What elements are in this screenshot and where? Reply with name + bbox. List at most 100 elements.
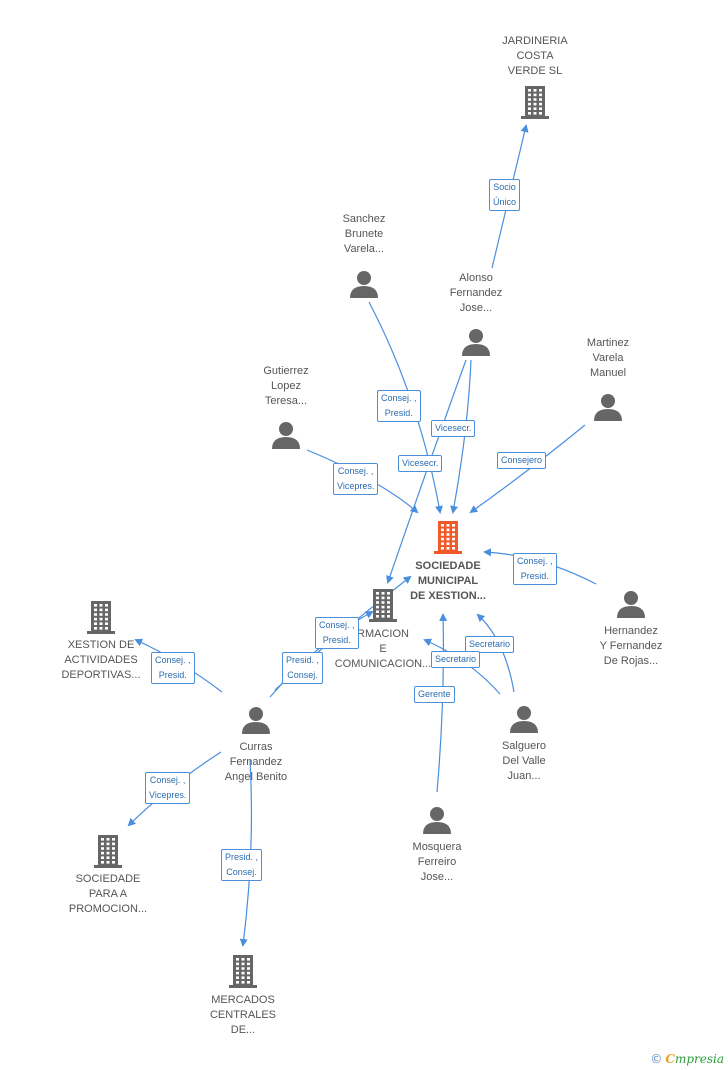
edge-label-line: Vicesecr. xyxy=(402,458,439,468)
edge-label-line: Presid. xyxy=(384,408,413,418)
node-label-line: RMACION xyxy=(357,628,409,640)
node-label-line: MERCADOS xyxy=(211,994,275,1006)
person-icon[interactable] xyxy=(349,269,379,304)
node-label-line: Y Fernandez xyxy=(599,640,663,652)
node-label-line: VERDE SL xyxy=(507,65,563,77)
edge-label-line: Consejero xyxy=(501,455,543,465)
node-label-line: XESTION DE xyxy=(67,639,135,651)
node-label-line: Lopez xyxy=(271,380,301,392)
edge-label-curras-to-mercados[interactable]: Presid. ,Consej. xyxy=(221,849,263,881)
node-label-line: SOCIEDADE xyxy=(415,560,481,572)
node-label-line: CENTRALES xyxy=(209,1009,277,1021)
node-label-line: Manuel xyxy=(589,367,627,379)
node-label-line: Gutierrez xyxy=(263,365,309,377)
edge-label-line: Secretario xyxy=(435,654,477,664)
node-label-sociedade_promo[interactable]: SOCIEDADE PARA A PROMOCION... xyxy=(38,872,178,917)
node-label-formacion[interactable]: RMACION E COMUNICACION... xyxy=(313,627,453,672)
edge-label-salguero-to-formacion[interactable]: Secretario xyxy=(431,651,481,668)
node-label-line: SOCIEDADE xyxy=(75,873,141,885)
node-label-line: JARDINERIA xyxy=(502,35,568,47)
node-label-line: COSTA xyxy=(516,50,554,62)
node-label-line: PARA A xyxy=(88,888,128,900)
person-icon[interactable] xyxy=(422,805,452,840)
node-label-line: Juan... xyxy=(507,770,541,782)
node-label-jardineria[interactable]: JARDINERIA COSTA VERDE SL xyxy=(465,34,605,79)
person-icon[interactable] xyxy=(271,420,301,455)
node-label-line: Ferreiro xyxy=(417,856,457,868)
node-label-line: Varela xyxy=(592,352,624,364)
edge-label-line: Presid. xyxy=(520,571,549,581)
edge-label-line: Consej. xyxy=(287,670,318,680)
node-label-line: Brunete xyxy=(344,228,384,240)
node-label-xestion_act[interactable]: XESTION DE ACTIVIDADES DEPORTIVAS... xyxy=(31,638,171,683)
node-label-line: Fernandez xyxy=(229,756,283,768)
edge-label-martinez-to-main[interactable]: Consejero xyxy=(497,452,547,469)
person-icon[interactable] xyxy=(509,704,539,739)
edge-label-mosquera-to-main[interactable]: Gerente xyxy=(414,686,455,703)
node-label-line: Salguero xyxy=(501,740,547,752)
edge-label-curras-to-xestion_act[interactable]: Consej. , Presid. xyxy=(151,652,195,684)
building-icon[interactable] xyxy=(85,600,117,639)
node-label-line: ACTIVIDADES xyxy=(64,654,138,666)
node-label-line: Alonso xyxy=(459,272,493,284)
building-icon[interactable] xyxy=(367,588,399,627)
building-icon[interactable] xyxy=(227,954,259,993)
node-label-line: Hernandez xyxy=(604,625,658,637)
empresia-brand[interactable]: ©Cmpresia xyxy=(650,1052,724,1066)
edge-label-curras-to-formacion[interactable]: Presid. , Consej. xyxy=(282,652,324,684)
building-icon[interactable] xyxy=(432,520,464,559)
node-label-line: Del Valle xyxy=(502,755,546,767)
edge-label-sanchez-to-main[interactable]: Consej. , Presid. xyxy=(377,390,421,422)
edge-label-line: Vicesecr. xyxy=(435,423,472,433)
brand-name: mpresia xyxy=(674,1052,724,1066)
person-icon[interactable] xyxy=(461,327,491,362)
edge-label-line: Único xyxy=(493,197,517,207)
edge-label-alonso-to-main[interactable]: Vicesecr. xyxy=(431,420,476,437)
edge-label-line: Presid. , xyxy=(286,655,320,665)
edge-label-curras-to-sociedade_promo[interactable]: Consej. ,Vicepres. xyxy=(145,772,191,804)
edge-label-salguero-to-main[interactable]: Secretario xyxy=(465,636,515,653)
edge-label-line: Presid. , xyxy=(225,852,259,862)
node-label-line: PROMOCION... xyxy=(68,903,148,915)
node-label-line: Jose... xyxy=(420,871,454,883)
building-icon[interactable] xyxy=(92,834,124,873)
node-label-line: DE XESTION... xyxy=(410,590,486,602)
edge-label-line: Consej. , xyxy=(337,466,374,476)
edge-label-line: Consej. , xyxy=(319,620,355,630)
building-icon[interactable] xyxy=(519,85,551,124)
node-label-line: DEPORTIVAS... xyxy=(61,669,141,681)
node-label-line: Angel Benito xyxy=(224,771,288,783)
person-icon[interactable] xyxy=(616,589,646,624)
edge-label-line: Presid. xyxy=(158,670,187,680)
edge-label-line: Consej. , xyxy=(517,556,553,566)
edge-label-line: Gerente xyxy=(418,689,451,699)
copyright-icon: © xyxy=(650,1052,663,1066)
edge-label-hernandez-to-main[interactable]: Consej. , Presid. xyxy=(513,553,557,585)
node-label-line: Fernandez xyxy=(449,287,503,299)
edge-label-line: Consej. , xyxy=(155,655,191,665)
person-icon[interactable] xyxy=(593,392,623,427)
node-label-line: E xyxy=(379,643,387,655)
edge-label-curras-to-formacion[interactable]: Consej. ,Presid. xyxy=(315,617,359,649)
edge-label-gutierrez-to-main[interactable]: Consej. ,Vicepres. xyxy=(333,463,379,495)
node-label-line: Sanchez xyxy=(342,213,386,225)
edge-label-line: Consej. , xyxy=(381,393,417,403)
node-label-mercados[interactable]: MERCADOS CENTRALES DE... xyxy=(173,993,313,1038)
person-icon[interactable] xyxy=(241,705,271,740)
node-label-line: DE... xyxy=(230,1024,256,1036)
node-label-line: COMUNICACION... xyxy=(334,658,432,670)
edge-label-line: Vicepres. xyxy=(149,790,187,800)
edge-label-line: Socio xyxy=(493,182,516,192)
edge-label-alonso-to-formacion[interactable]: Vicesecr. xyxy=(398,455,443,472)
node-label-line: Curras xyxy=(239,741,273,753)
